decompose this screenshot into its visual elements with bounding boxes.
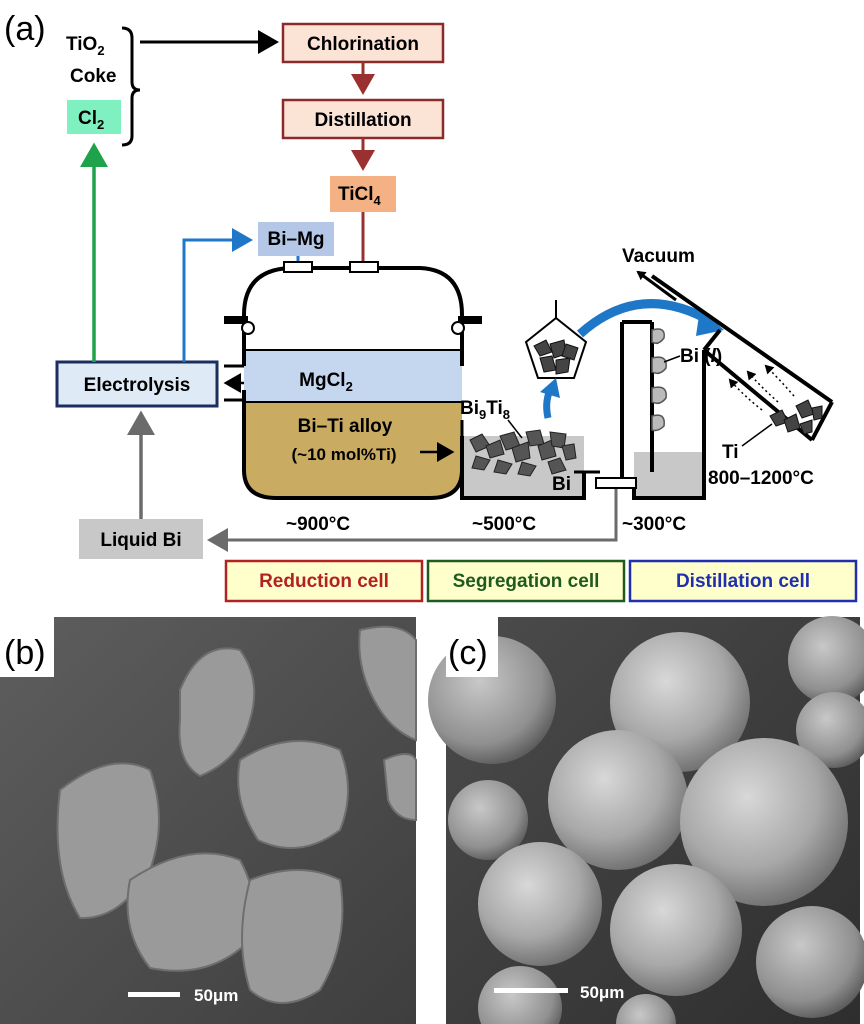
bi9ti8-pointer bbox=[507, 419, 523, 439]
panel-a-letter: (a) bbox=[4, 10, 46, 48]
panel-c-scale-label: 50μm bbox=[580, 983, 624, 1002]
bi-liquid-pointer bbox=[663, 355, 681, 363]
ti-crystals bbox=[769, 399, 823, 435]
bi-droplets bbox=[651, 328, 667, 432]
transfer-arrow bbox=[576, 299, 715, 338]
irregular-particles bbox=[56, 625, 417, 1004]
bimg-box bbox=[258, 222, 334, 256]
temp-reduction: ~900°C bbox=[286, 514, 350, 535]
legend-reduction-box bbox=[224, 559, 424, 603]
panel-c: (c) 50μm bbox=[428, 616, 864, 1024]
flange-left bbox=[224, 316, 248, 324]
input-brace bbox=[121, 26, 141, 147]
tube-upper bbox=[650, 274, 834, 404]
bolt-left bbox=[241, 321, 255, 335]
ti-label: Ti bbox=[722, 442, 739, 463]
inlet-ticl4 bbox=[349, 261, 379, 273]
cl2-box bbox=[67, 100, 121, 134]
transfer-arrow-head bbox=[696, 308, 724, 336]
bi9ti8-crystals bbox=[469, 429, 577, 477]
panel-a: (a) TiO2 Coke Cl2 Chlorination Distillat… bbox=[4, 10, 858, 603]
flange-right bbox=[458, 316, 482, 324]
arrow-electrolysis-to-bimg bbox=[182, 228, 253, 362]
legend-distillation-box bbox=[628, 559, 858, 603]
electrolysis-box bbox=[55, 360, 219, 408]
temp-segregation: ~500°C bbox=[472, 514, 536, 535]
mgcl2-label: MgCl2 bbox=[299, 370, 353, 394]
electrolysis-label: Electrolysis bbox=[84, 375, 191, 396]
distillation-bath bbox=[634, 452, 704, 498]
ti-temp-label: 800–1200°C bbox=[708, 468, 814, 489]
panel-b-scale-label: 50μm bbox=[194, 986, 238, 1005]
inlet-bimg bbox=[283, 261, 313, 273]
reactor-headspace bbox=[244, 268, 462, 350]
legend-distillation-label: Distillation cell bbox=[676, 571, 810, 592]
ti-pointer bbox=[741, 423, 773, 447]
vapor-arrows bbox=[728, 364, 795, 411]
cell-legend: Reduction cell Segregation cell Distilla… bbox=[224, 559, 858, 603]
alloy-label-2: (~10 mol%Ti) bbox=[291, 445, 396, 464]
tube-neck bbox=[702, 328, 722, 352]
bi-drain-pipe bbox=[595, 477, 637, 489]
bi-label: Bi bbox=[552, 474, 571, 495]
spherical-particles bbox=[428, 616, 864, 1024]
bi-liquid-label: Bi (l) bbox=[680, 346, 722, 367]
panel-c-scalebar bbox=[494, 988, 568, 993]
temp-distillation: ~300°C bbox=[622, 514, 686, 535]
legend-segregation-label: Segregation cell bbox=[453, 571, 600, 592]
distillation-box bbox=[281, 98, 445, 140]
panel-b-scalebar bbox=[128, 992, 180, 997]
panel-b: (b) 50μm bbox=[0, 617, 417, 1024]
bi9ti8-label: Bi9Ti8 bbox=[460, 398, 510, 422]
lift-arrow-head bbox=[540, 378, 560, 398]
ticl4-label: TiCl4 bbox=[338, 184, 382, 208]
legend-segregation-box bbox=[426, 559, 626, 603]
bimg-label: Bi–Mg bbox=[268, 229, 325, 250]
tube-end bbox=[810, 401, 834, 441]
tio2-label: TiO2 bbox=[66, 34, 105, 58]
chlorination-label: Chlorination bbox=[307, 34, 419, 55]
panel-c-letter: (c) bbox=[448, 634, 488, 672]
coke-label: Coke bbox=[70, 66, 116, 87]
liquid-bi-box bbox=[79, 519, 203, 559]
alloy-layer bbox=[244, 402, 462, 498]
cl2-label: Cl2 bbox=[78, 108, 104, 132]
panel-b-letter: (b) bbox=[4, 634, 46, 672]
legend-reduction-label: Reduction cell bbox=[259, 571, 389, 592]
panel-b-letter-bg bbox=[0, 617, 54, 677]
bolt-right bbox=[451, 321, 465, 335]
basket-crystals bbox=[533, 339, 579, 375]
vacuum-arrow bbox=[636, 270, 677, 302]
vacuum-label: Vacuum bbox=[622, 246, 695, 267]
panel-c-letter-bg bbox=[446, 617, 498, 677]
ticl4-box bbox=[330, 176, 396, 212]
mgcl2-layer bbox=[244, 350, 462, 402]
liquid-bi-label: Liquid Bi bbox=[100, 530, 181, 551]
alloy-label-1: Bi–Ti alloy bbox=[298, 416, 393, 437]
segregation-wall bbox=[460, 436, 586, 500]
distillation-label: Distillation bbox=[314, 110, 411, 131]
